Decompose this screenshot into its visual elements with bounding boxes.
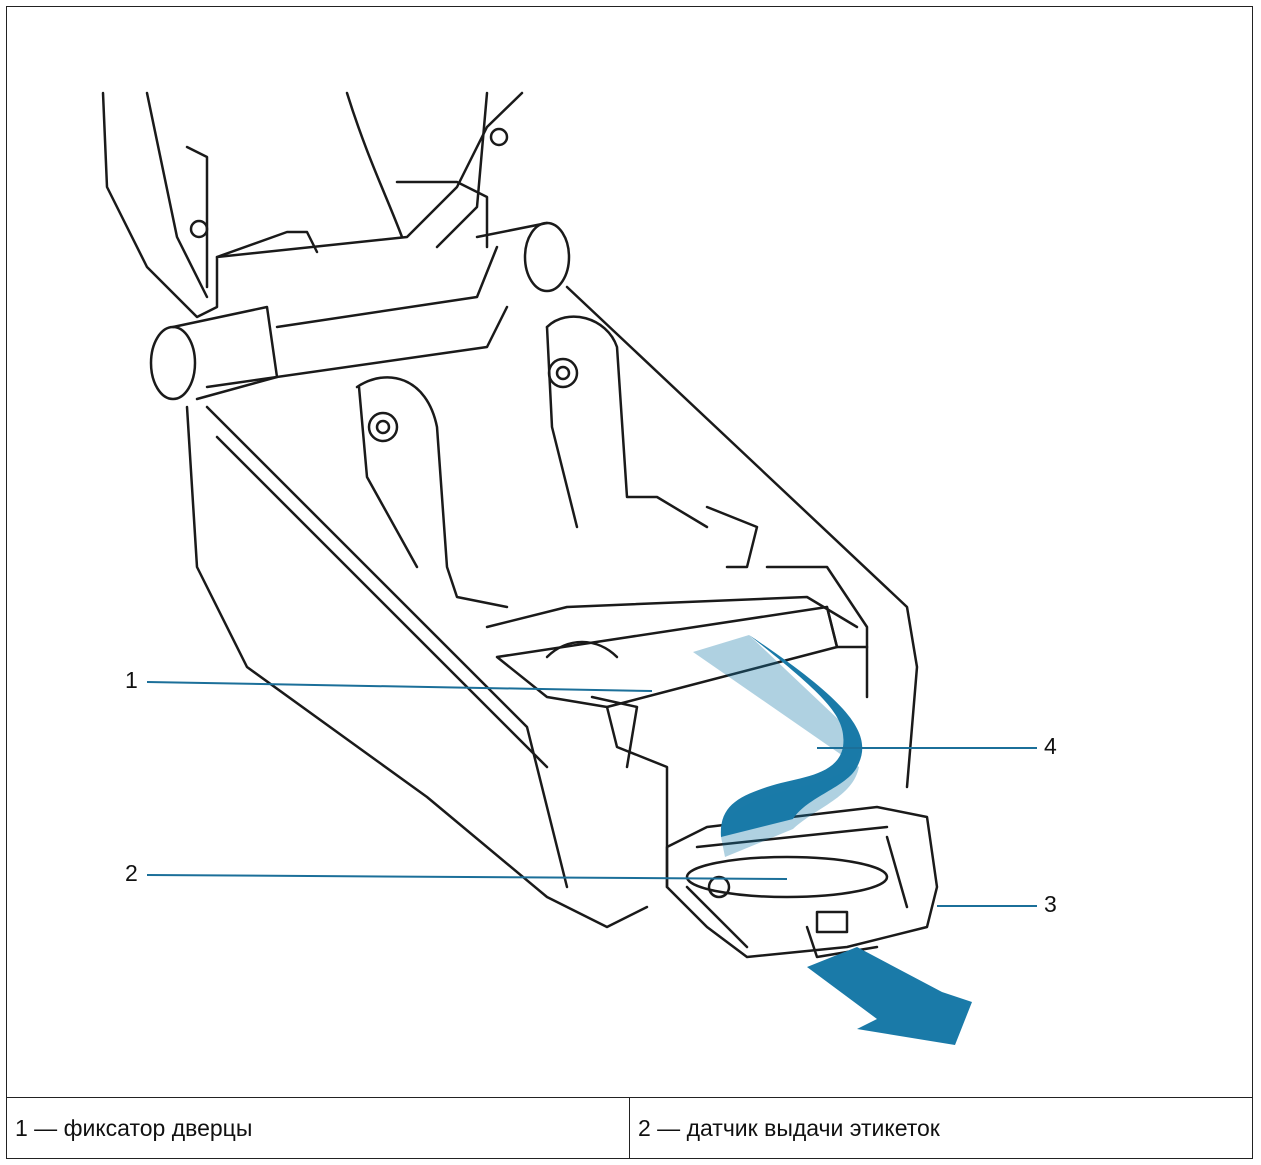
callout-line-2 [146, 874, 788, 880]
callout-line-1 [146, 681, 653, 692]
printer-illustration: 1 2 3 4 [7, 7, 1252, 1097]
legend-item-door-latch: 1 — фиксатор дверцы [15, 1115, 253, 1141]
printer-drawing [101, 91, 1037, 1045]
callout-number-1: 1 [125, 667, 138, 693]
legend-item-label-sensor: 2 — датчик выдачи этикеток [629, 1098, 1252, 1159]
callout-number-3: 3 [1044, 891, 1057, 917]
document-figure-frame: 1 2 3 4 1 — фиксатор дверцы 2 — датчик в… [6, 6, 1253, 1159]
callout-number-4: 4 [1044, 733, 1057, 759]
callout-number-2: 2 [125, 860, 138, 886]
legend-table: 1 — фиксатор дверцы 2 — датчик выдачи эт… [7, 1097, 1252, 1159]
